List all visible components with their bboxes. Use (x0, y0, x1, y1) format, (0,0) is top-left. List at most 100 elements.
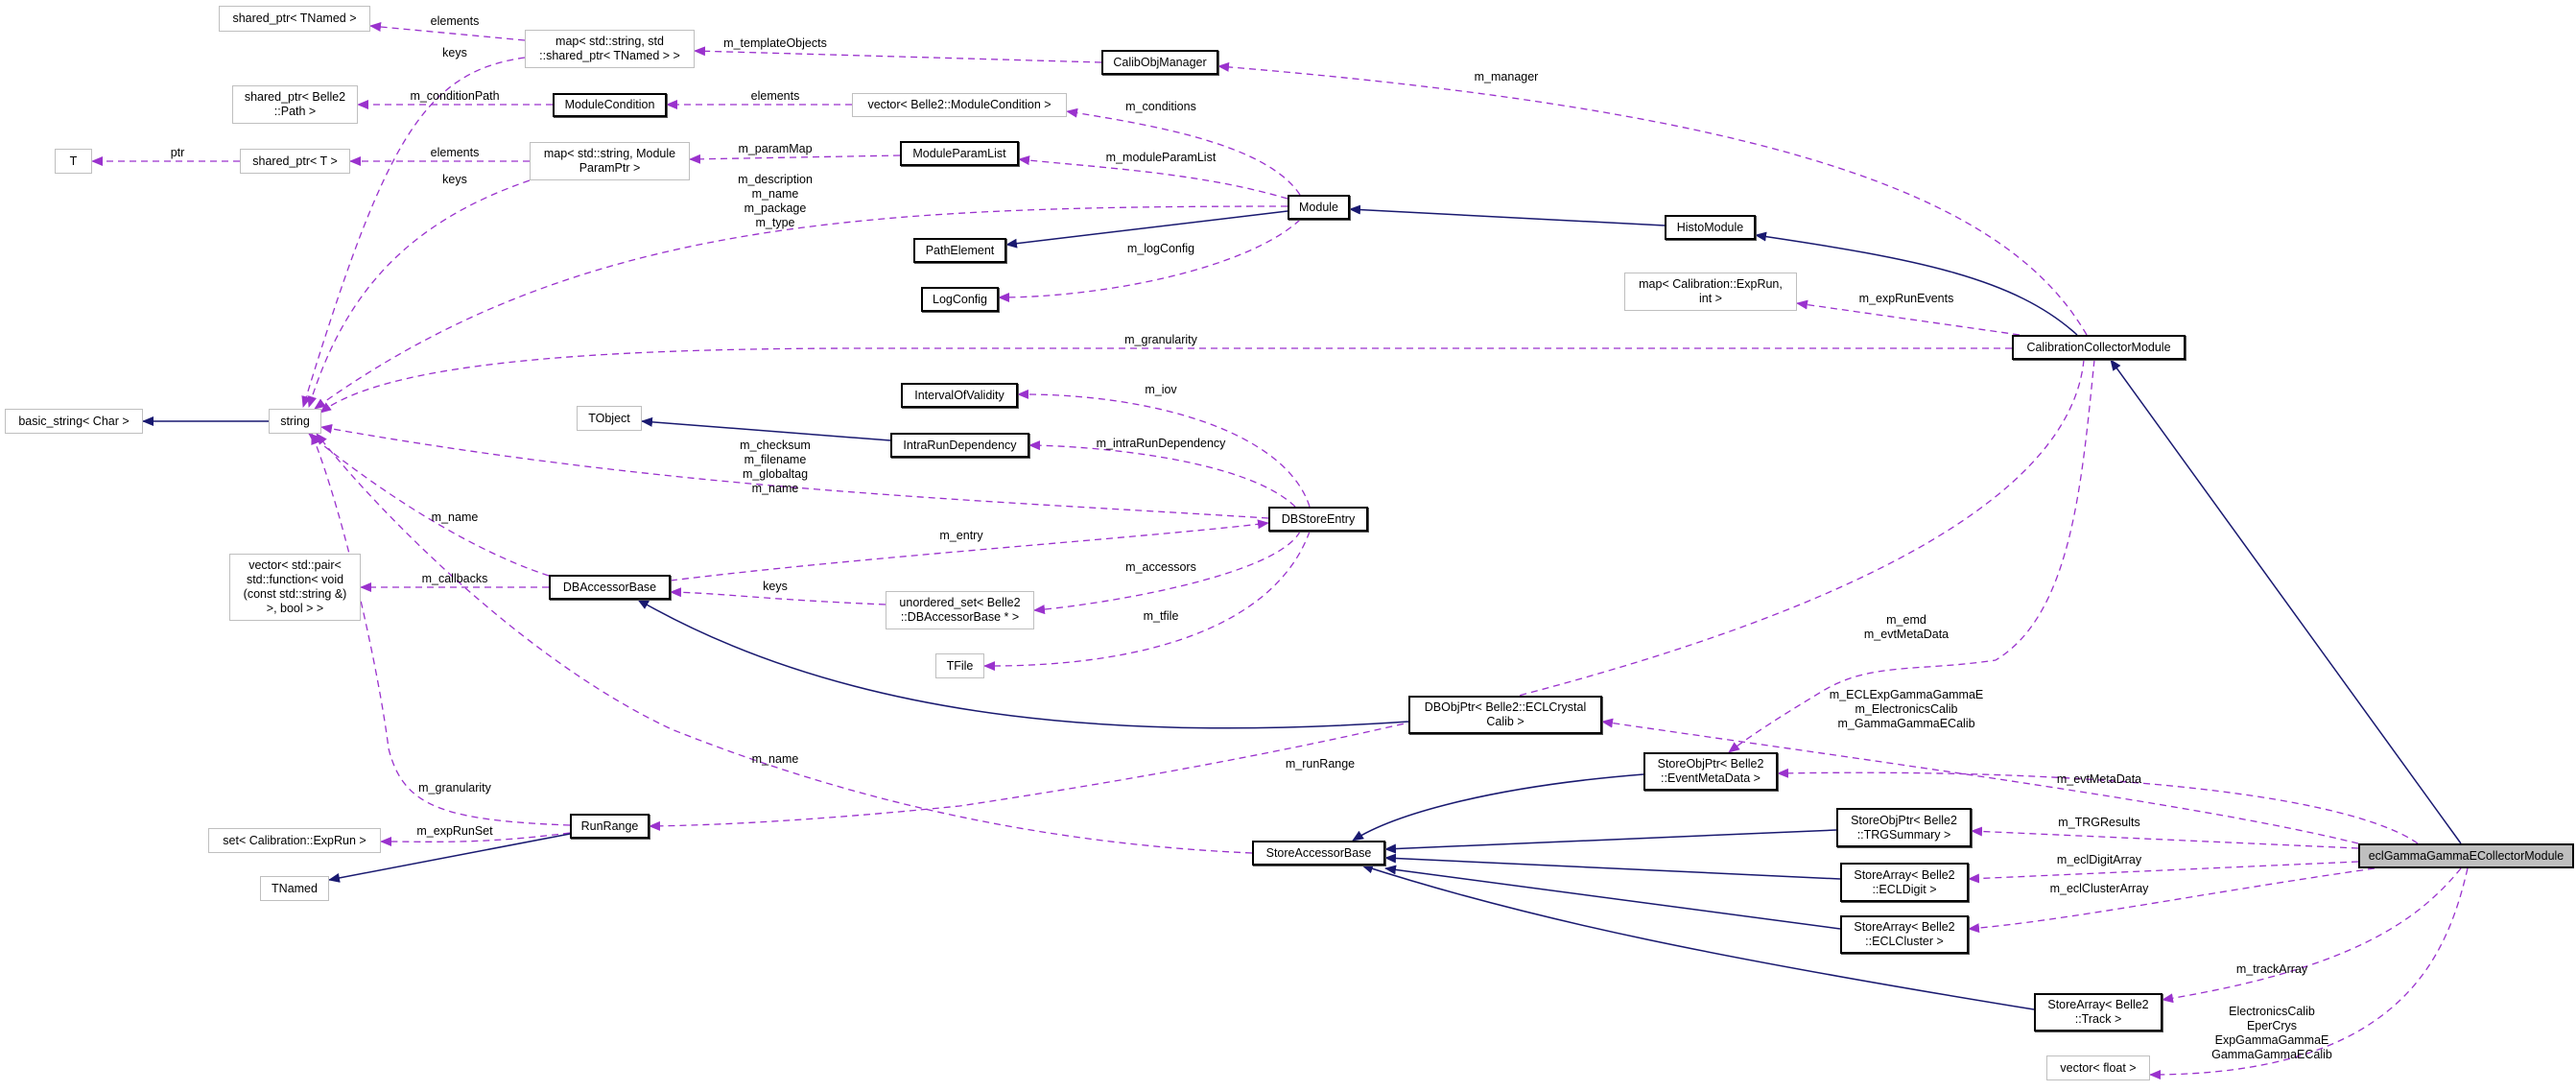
node-vector-float[interactable]: vector< float > (2046, 1055, 2150, 1080)
edge-emd-inherit (1352, 773, 1644, 842)
edge-keys-tnamed (301, 57, 526, 408)
edge-label-elements-condition: elements (751, 89, 800, 104)
edge-label-module-param-list: m_moduleParamList (1106, 151, 1217, 165)
node-map-exprun[interactable]: map< Calibration::ExpRun,int > (1624, 273, 1797, 311)
node-shared-ptr-path[interactable]: shared_ptr< Belle2::Path > (232, 85, 358, 124)
node-label: >, bool > > (266, 602, 324, 615)
node-calib-obj-manager[interactable]: CalibObjManager (1101, 50, 1218, 75)
edge-label-line: m_emd (1886, 613, 1926, 627)
edge-label-line: m_name (431, 510, 479, 524)
node-calibration-collector-module[interactable]: CalibrationCollectorModule (2012, 335, 2186, 360)
node-tfile[interactable]: TFile (935, 653, 984, 678)
edge-label-name-store: m_name (752, 752, 799, 767)
node-t[interactable]: T (55, 149, 92, 174)
node-store-obj-ptr-emd[interactable]: StoreObjPtr< Belle2::EventMetaData > (1643, 752, 1778, 791)
node-string[interactable]: string (269, 409, 321, 434)
edge-label-log-config: m_logConfig (1127, 242, 1194, 256)
edge-cluster-inherit (1384, 865, 1841, 930)
node-unordered-set[interactable]: unordered_set< Belle2::DBAccessorBase * … (886, 591, 1034, 629)
node-module[interactable]: Module (1288, 195, 1350, 220)
node-vector-module-condition[interactable]: vector< Belle2::ModuleCondition > (852, 93, 1067, 117)
node-label: map< std::string, std (555, 35, 664, 48)
edge-exp-run-events (1796, 299, 2021, 336)
node-map-tnamed[interactable]: map< std::string, std::shared_ptr< TName… (525, 30, 695, 68)
edge-entry (670, 519, 1269, 581)
edge-label-line: m_conditionPath (410, 89, 500, 103)
edge-label-elements-tnamed: elements (431, 14, 480, 29)
edge-label-line: elements (750, 89, 800, 103)
node-label: StoreArray< Belle2 (1854, 920, 1955, 934)
node-label: shared_ptr< T > (252, 154, 338, 168)
node-store-array-track[interactable]: StoreArray< Belle2::Track > (2034, 993, 2162, 1032)
node-log-config[interactable]: LogConfig (921, 287, 999, 312)
node-label: ModuleCondition (564, 98, 655, 111)
node-label: ModuleParamList (912, 146, 1006, 160)
edge-path-element (1005, 210, 1288, 249)
node-intra-run-dependency[interactable]: IntraRunDependency (890, 433, 1029, 458)
node-basic-string[interactable]: basic_string< Char > (5, 409, 143, 434)
node-db-accessor-base[interactable]: DBAccessorBase (549, 575, 671, 600)
node-vector-pair[interactable]: vector< std::pair<std::function< void(co… (229, 554, 361, 621)
node-label: vector< Belle2::ModuleCondition > (867, 98, 1052, 111)
edge-label-line: m_expRunEvents (1858, 292, 1954, 305)
edge-label-keys-param: keys (442, 173, 467, 187)
node-label: set< Calibration::ExpRun > (223, 833, 366, 847)
node-tobject[interactable]: TObject (577, 406, 642, 431)
edge-label-evt-meta-data: m_evtMetaData (2057, 772, 2141, 787)
node-shared-ptr-tnamed[interactable]: shared_ptr< TNamed > (219, 6, 370, 32)
edge-name-dbaccessor (308, 433, 550, 577)
node-label: IntraRunDependency (903, 438, 1017, 452)
node-histo-module[interactable]: HistoModule (1665, 215, 1756, 240)
edge-label-ptr: ptr (171, 146, 185, 160)
node-run-range[interactable]: RunRange (570, 814, 650, 839)
edge-label-line: ptr (170, 146, 185, 159)
edge-label-line: ExpGammaGammaE (2214, 1033, 2329, 1047)
edge-label-line: m_tfile (1143, 609, 1179, 623)
node-label: shared_ptr< Belle2 (244, 90, 346, 104)
node-set-exprun[interactable]: set< Calibration::ExpRun > (208, 828, 381, 853)
edge-label-line: m_ECLExpGammaGammaE (1829, 688, 1984, 701)
node-interval-of-validity[interactable]: IntervalOfValidity (901, 383, 1018, 408)
node-tnamed[interactable]: TNamed (260, 876, 329, 901)
node-label: ::TRGSummary > (1856, 827, 1951, 842)
edge-label-line: GammaGammaECalib (2211, 1048, 2332, 1061)
edge-label-trg-results: m_TRGResults (2058, 816, 2139, 830)
edge-param-map (689, 154, 901, 164)
edge-label-line: m_name (751, 187, 799, 201)
edge-label-line: m_paramMap (738, 142, 813, 155)
edge-iov (1017, 389, 1311, 508)
edge-label-line: m_description (738, 173, 813, 186)
edge-ecl-ccm (2110, 359, 2462, 844)
node-store-obj-ptr-trg[interactable]: StoreObjPtr< Belle2::TRGSummary > (1836, 808, 1972, 847)
edge-keys-param (307, 179, 531, 408)
edge-label-keys-tnamed: keys (442, 46, 467, 60)
node-path-element[interactable]: PathElement (913, 238, 1006, 263)
edge-emd (1728, 359, 2095, 753)
node-db-store-entry[interactable]: DBStoreEntry (1268, 507, 1368, 532)
node-store-array-digit[interactable]: StoreArray< Belle2::ECLDigit > (1840, 863, 1969, 902)
node-module-condition[interactable]: ModuleCondition (553, 93, 667, 117)
edge-label-line: elements (430, 14, 480, 28)
edge-label-line: m_callbacks (421, 572, 488, 585)
edge-label-run-range: m_runRange (1286, 757, 1355, 771)
node-label: TNamed (272, 881, 318, 895)
node-store-array-cluster[interactable]: StoreArray< Belle2::ECLCluster > (1840, 915, 1969, 954)
node-label: vector< float > (2060, 1060, 2137, 1075)
edge-evt-meta-data (1777, 768, 2419, 844)
node-store-accessor-base[interactable]: StoreAccessorBase (1252, 841, 1385, 866)
edge-trg-inherit (1384, 829, 1837, 854)
node-ecl-gamma-gamma-e-collector-module[interactable]: eclGammaGammaECollectorModule (2358, 843, 2574, 868)
node-module-param-list[interactable]: ModuleParamList (900, 141, 1019, 166)
node-label: ::ECLCluster > (1865, 935, 1944, 948)
node-label: unordered_set< Belle2 (899, 596, 1021, 609)
edge-label-line: m_intraRunDependency (1096, 437, 1226, 450)
edge-template-objects (694, 46, 1102, 63)
edge-log-config (998, 219, 1301, 302)
node-shared-ptr-t[interactable]: shared_ptr< T > (240, 149, 350, 174)
edge-label-line: m_templateObjects (723, 36, 827, 50)
edge-label-line: m_conditions (1125, 100, 1196, 113)
edge-label-line: m_ElectronicsCalib (1855, 702, 1958, 716)
